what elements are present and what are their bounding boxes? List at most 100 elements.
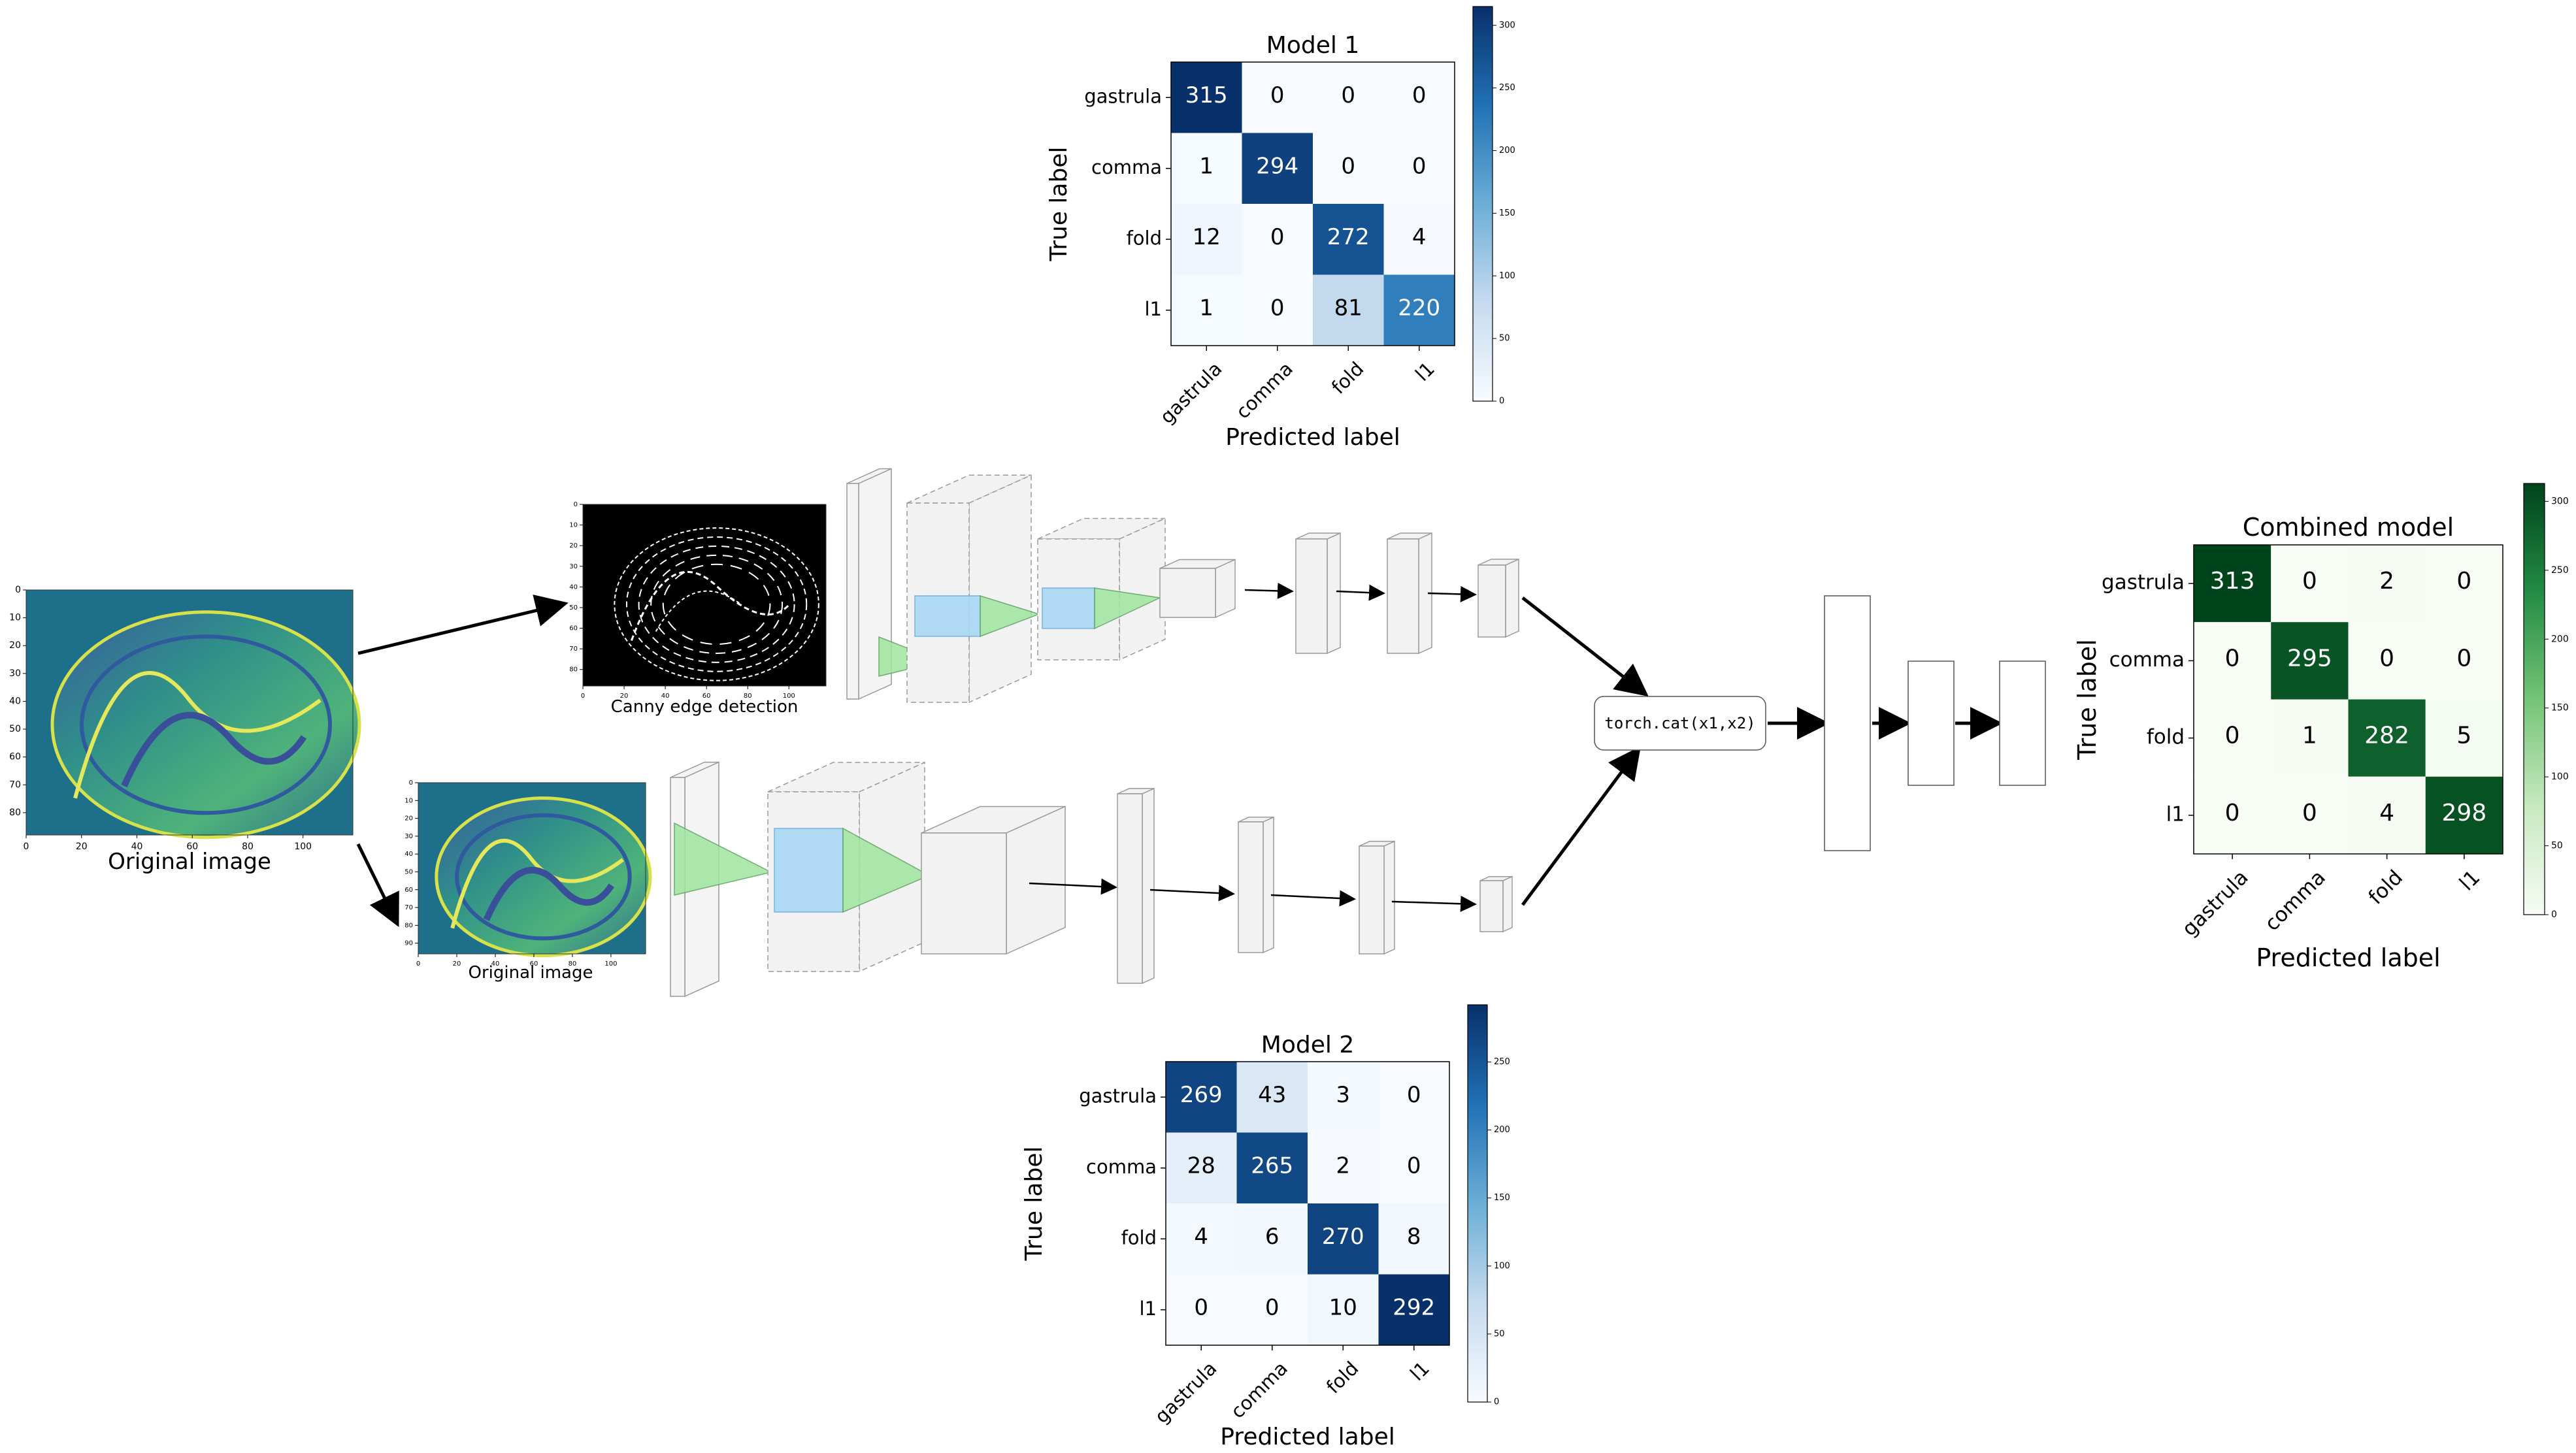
image-y-tick-label: 50 [405, 868, 413, 875]
matrix-value: 0 [2456, 568, 2471, 595]
edge-contour [630, 570, 791, 642]
block-front [846, 483, 859, 700]
colorbar-tick-label: 250 [1499, 83, 1515, 93]
colorbar-tick-label: 50 [2551, 841, 2563, 851]
flow-arrow [1029, 878, 1117, 895]
matrix-value: 298 [2442, 800, 2487, 826]
image-y-tick-label: 0 [15, 585, 21, 595]
matrix-title: Model 2 [1261, 1032, 1354, 1058]
matrix-cell [2425, 622, 2503, 700]
colorbar [1472, 6, 1493, 402]
image-y-tick-label: 70 [569, 645, 578, 653]
image-y-tick-label: 30 [9, 668, 21, 679]
embryo-fold [483, 866, 614, 921]
x-axis-label: Predicted label [1220, 1424, 1395, 1450]
x-tick-label: fold [2364, 866, 2408, 909]
matrix-cell [2348, 776, 2426, 854]
block-side [1119, 517, 1166, 661]
colorbar [2523, 483, 2545, 915]
fc-layer-2 [1907, 661, 1955, 786]
matrix-cell [1383, 204, 1455, 275]
flow-arrow [1336, 584, 1385, 601]
colorbar-tick-label: 300 [2551, 496, 2569, 506]
block-side [1215, 559, 1236, 619]
matrix-value: 4 [2379, 800, 2394, 826]
colorbar-tick-label: 150 [2551, 703, 2569, 713]
matrix-value: 3 [1336, 1082, 1350, 1108]
matrix-cell [1236, 1274, 1308, 1345]
flow-arrow [1270, 890, 1356, 907]
image-y-tick-label: 70 [9, 779, 21, 790]
layer-block [1479, 875, 1513, 933]
matrix-value: 0 [1407, 1082, 1421, 1108]
matrix-value: 294 [1256, 153, 1298, 179]
y-tick-label: fold [1127, 227, 1162, 249]
x-tick-label: comma [1232, 357, 1297, 423]
image-y-tick-label: 30 [405, 833, 413, 840]
flow-arrow [356, 843, 399, 927]
x-tick-label: gastrula [1155, 357, 1226, 428]
matrix-cell [1378, 1203, 1449, 1275]
y-tick-label: l1 [1144, 298, 1162, 320]
image-y-tick-label: 40 [569, 583, 578, 591]
matrix-cell [1313, 204, 1384, 275]
matrix-cell [2271, 622, 2349, 700]
colorbar-tick-label: 100 [1494, 1261, 1510, 1271]
original-image-label: Original image [108, 849, 271, 875]
image-y-tick-label: 20 [9, 640, 21, 651]
matrix-value: 5 [2456, 723, 2471, 749]
matrix-cell [2348, 699, 2426, 777]
colorbar-tick-label: 0 [1499, 397, 1504, 406]
image-x-tick-label: 0 [416, 960, 420, 968]
flow-arrow [1427, 585, 1477, 602]
block-front [1117, 793, 1143, 984]
matrix-cell [1378, 1274, 1449, 1345]
x-tick-label: l1 [2455, 866, 2485, 895]
conv-kernel [674, 822, 773, 896]
edge-contour [662, 563, 771, 645]
embryo-fold [121, 711, 307, 788]
edge-contour [625, 536, 808, 672]
block-front [921, 832, 1007, 955]
image-x-tick-label: 80 [569, 960, 577, 968]
matrix-cell [1383, 62, 1455, 133]
matrix-value: 0 [1265, 1294, 1280, 1320]
conv-kernel [980, 595, 1041, 638]
matrix-title: Combined model [2243, 513, 2454, 542]
layer-block [1295, 532, 1341, 655]
matrix-value: 0 [1412, 82, 1427, 108]
matrix-cell [1171, 62, 1242, 133]
matrix-value: 0 [2225, 645, 2240, 672]
image-frame [582, 504, 827, 687]
block-side [1142, 787, 1155, 985]
matrix-value: 1 [1199, 153, 1214, 179]
activation-volume [914, 595, 981, 637]
colorbar-tick-label: 200 [1499, 146, 1515, 155]
matrix-value: 2 [1336, 1152, 1350, 1179]
conv-kernel [842, 827, 931, 913]
matrix-value: 220 [1398, 295, 1440, 321]
x-tick-label: fold [1322, 1357, 1363, 1398]
image-y-tick-label: 0 [574, 501, 578, 508]
matrix-cell [1308, 1203, 1379, 1275]
layer-block [1478, 558, 1519, 638]
matrix-value: 4 [1412, 224, 1427, 250]
block-side [968, 474, 1032, 704]
image-x-tick-label: 40 [661, 693, 670, 700]
matrix-value: 43 [1258, 1082, 1286, 1108]
matrix-cell [2348, 545, 2426, 623]
concat-label: torch.cat(x1,x2) [1604, 714, 1755, 732]
embryo-fold [450, 838, 625, 929]
colorbar-tick-label: 50 [1494, 1329, 1505, 1339]
image-x-tick-label: 100 [294, 841, 312, 852]
flow-arrow [1244, 582, 1294, 599]
image-y-tick-label: 0 [409, 779, 413, 787]
image-x-tick-label: 20 [453, 960, 461, 968]
image-x-tick-label: 100 [604, 960, 617, 968]
matrix-cell [1308, 1132, 1379, 1203]
matrix-frame [1170, 61, 1455, 346]
